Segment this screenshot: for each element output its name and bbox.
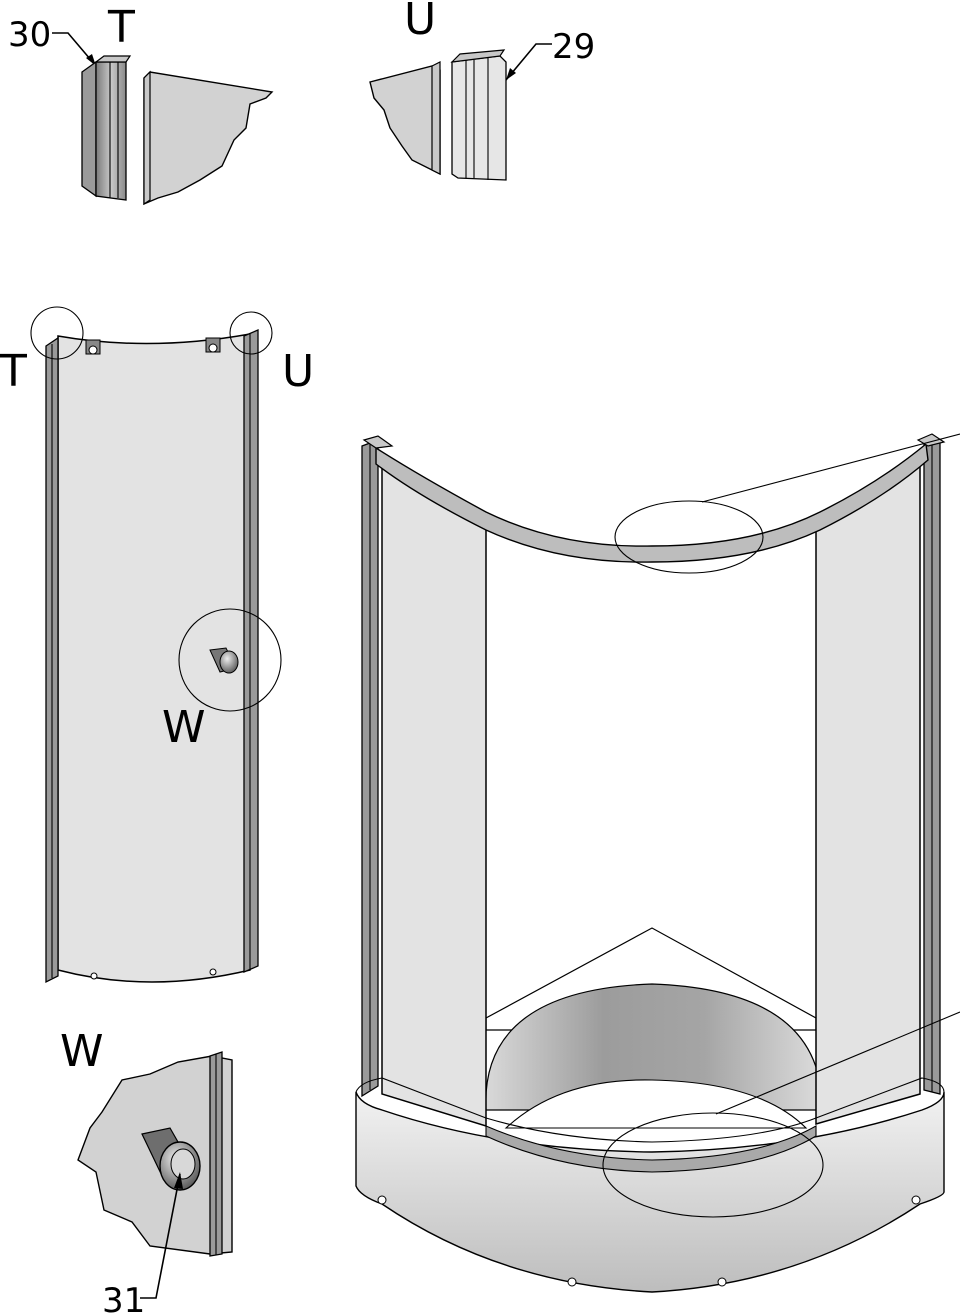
- door-top-roller-right: [205, 337, 221, 353]
- glass-fragment-t: [143, 71, 274, 206]
- tray-hole-2: [567, 1277, 577, 1287]
- panel-t-label: T: [0, 346, 27, 397]
- tray-basin: [485, 983, 823, 1111]
- callout-31-arrow: [174, 1172, 183, 1189]
- callout-29-arrow: [506, 68, 516, 80]
- panel-u-label: U: [282, 346, 314, 397]
- assembled-enclosure: [355, 433, 960, 1293]
- detail-u: U 29: [369, 0, 595, 181]
- panel-w-label: W: [162, 702, 206, 753]
- detail-circle-u: [229, 311, 273, 355]
- callout-30-leader: [52, 32, 97, 67]
- detail-leader-bottom: [715, 1011, 960, 1115]
- tray-floor: [504, 1079, 808, 1129]
- callout-31-leader: [140, 1173, 181, 1299]
- door-bottom-hole-right: [209, 968, 217, 976]
- detail-u-title: U: [404, 0, 436, 45]
- detail-w: W 31: [60, 1026, 233, 1314]
- detail-ellipse-bottom: [602, 1112, 824, 1218]
- detail-circle-t: [30, 306, 84, 360]
- fixed-panel-left: [381, 452, 487, 1128]
- callout-31-number: 31: [102, 1281, 145, 1314]
- detail-ellipse-top: [614, 500, 764, 574]
- door-bottom-hole-left: [90, 972, 98, 980]
- detail-circle-w: [178, 608, 282, 712]
- callout-30-number: 30: [8, 15, 51, 55]
- detail-t-title: T: [107, 2, 135, 53]
- tray-hole-1: [377, 1195, 387, 1205]
- tray-hole-3: [717, 1277, 727, 1287]
- knob-31: [141, 1127, 201, 1191]
- profile-29: [450, 49, 507, 181]
- door-top-roller-left: [85, 339, 101, 355]
- callout-29-leader: [505, 43, 552, 81]
- detail-w-title: W: [60, 1026, 104, 1077]
- door-panel: T U W: [0, 306, 314, 984]
- door-knob: [209, 647, 239, 674]
- bottom-guide-rail: [485, 1125, 817, 1173]
- profile-30: [81, 55, 132, 201]
- glass-fragment-u: [369, 65, 441, 176]
- door-right-profile: [243, 329, 259, 973]
- detail-t: T 30: [8, 2, 274, 206]
- tray-hole-4: [911, 1195, 921, 1205]
- detail-leader-top: [701, 433, 960, 503]
- fixed-panel-right: [815, 454, 921, 1125]
- callout-29-number: 29: [552, 27, 595, 67]
- top-curved-rail: [375, 442, 929, 563]
